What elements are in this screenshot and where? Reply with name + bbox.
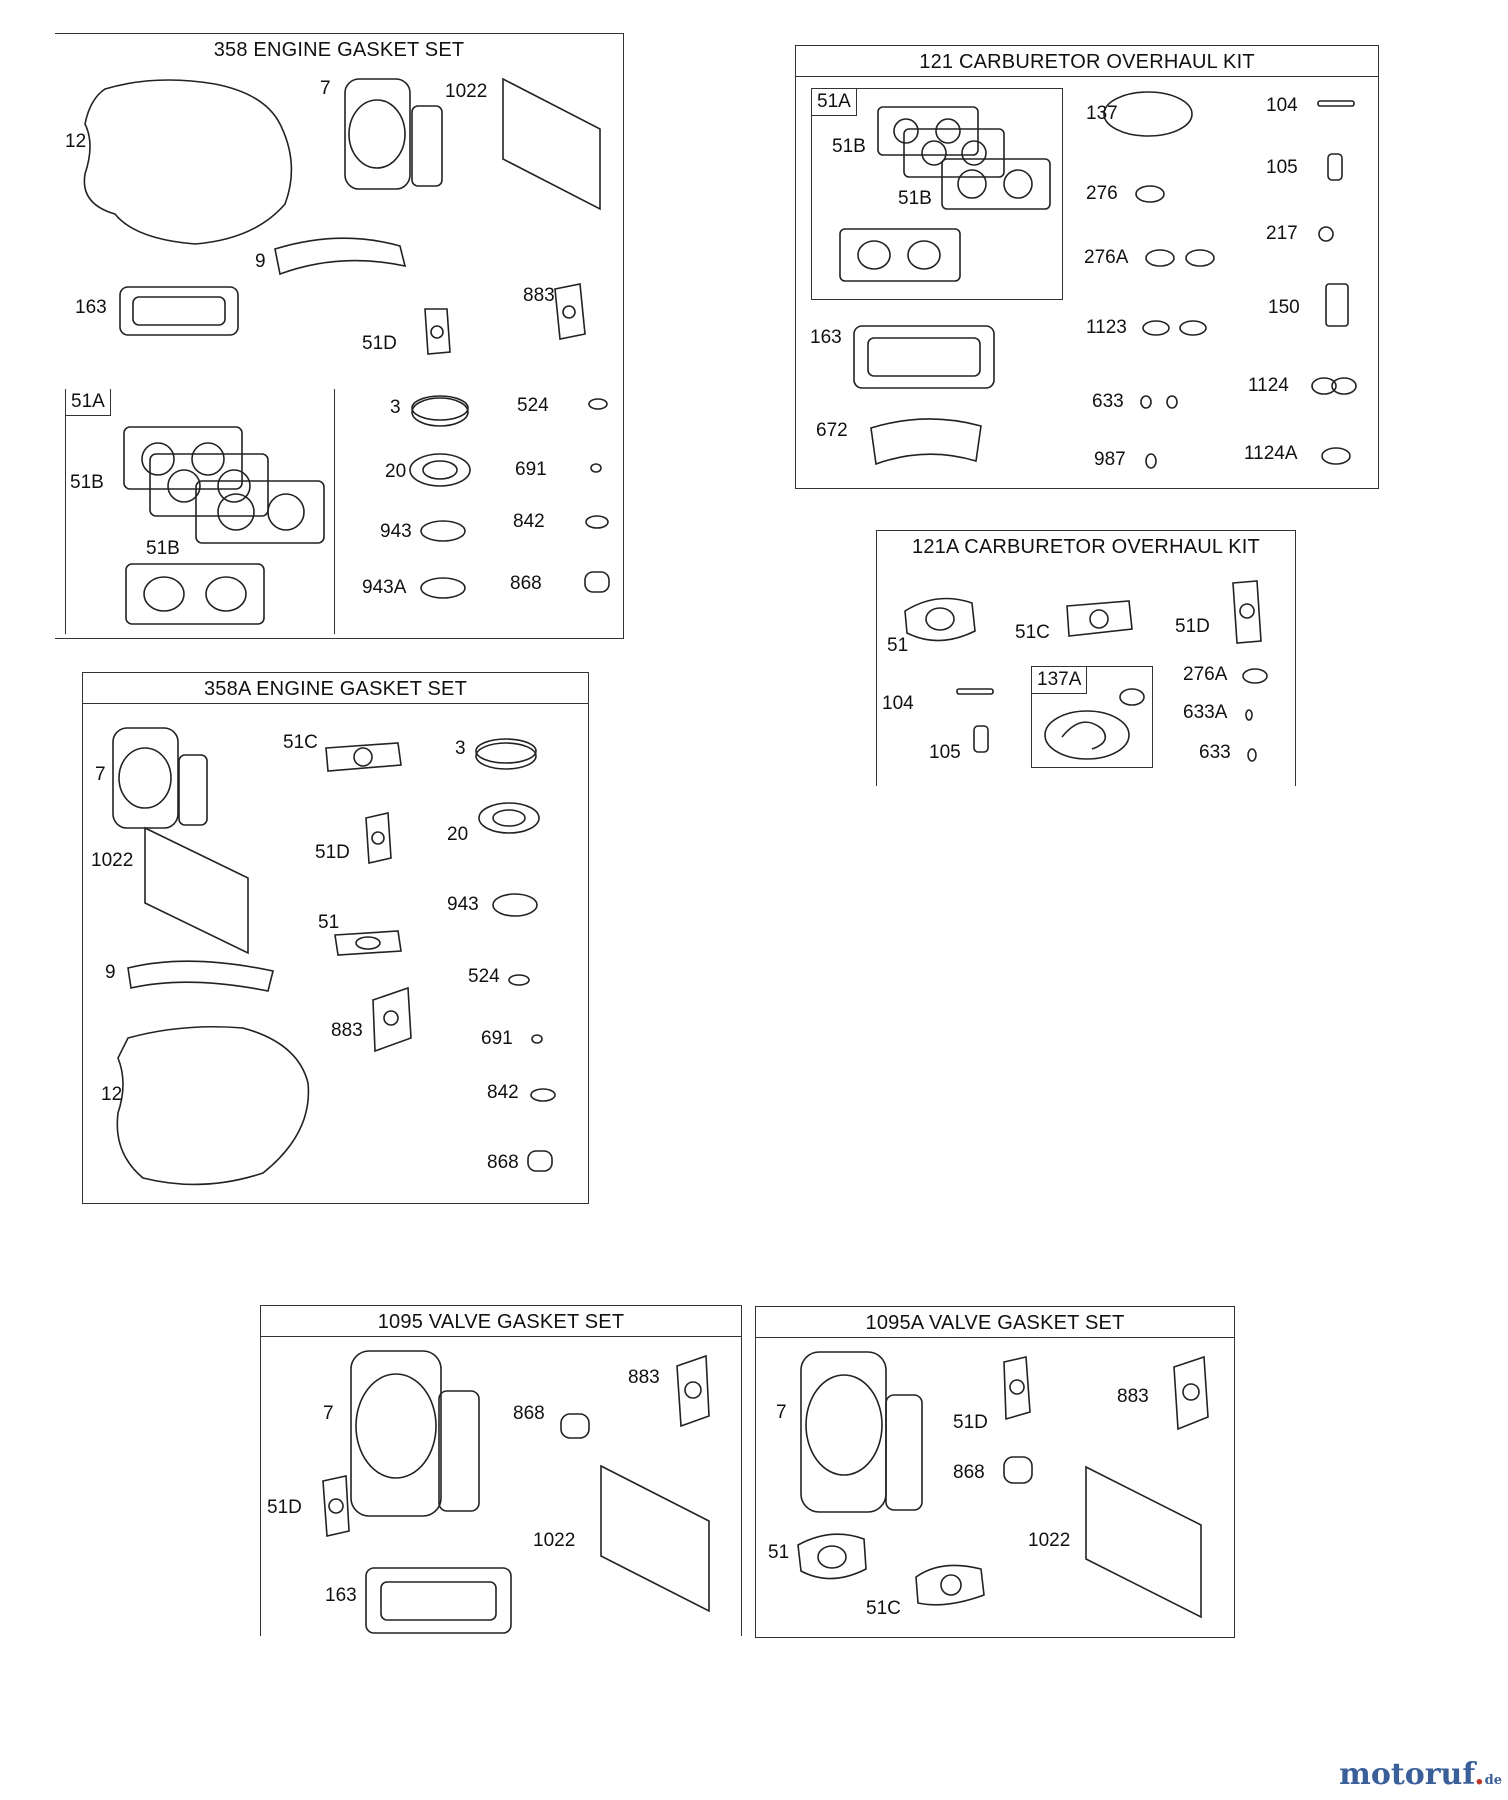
label-672: 672 — [816, 420, 848, 441]
kit-121-parts-art — [853, 91, 1357, 469]
label-51: 51 — [318, 912, 340, 933]
kit-121A-parts-art — [904, 580, 1268, 762]
subkit-137A-tag: 137A — [1032, 667, 1088, 694]
label-883: 883 — [523, 285, 555, 306]
label-1022: 1022 — [1028, 1530, 1071, 1551]
label-987: 987 — [1094, 449, 1126, 470]
label-51: 51 — [768, 1542, 790, 1563]
label-524: 524 — [468, 966, 500, 987]
label-12: 12 — [101, 1084, 123, 1105]
label-276: 276 — [1086, 183, 1118, 204]
kit-1095A-valve-gasket-set: 1095A VALVE GASKET SET 7 51D 883 868 102… — [755, 1306, 1235, 1638]
kit-1095A-title: 1095A VALVE GASKET SET — [756, 1307, 1234, 1338]
label-51D: 51D — [1175, 616, 1210, 637]
subkit-51A-label-51B-1: 51B — [70, 472, 104, 493]
label-105: 105 — [1266, 157, 1298, 178]
subkit-51A-label-51B-2: 51B — [146, 538, 180, 559]
label-51D: 51D — [315, 842, 350, 863]
label-104: 104 — [1266, 95, 1298, 116]
kit-121-carburetor-overhaul-kit: 121 CARBURETOR OVERHAUL KIT 51A 51B 51B — [795, 45, 1379, 489]
label-868: 868 — [487, 1152, 519, 1173]
label-1022: 1022 — [533, 1530, 576, 1551]
label-51C: 51C — [1015, 622, 1050, 643]
label-51D: 51D — [362, 333, 397, 354]
label-943A: 943A — [362, 577, 407, 598]
subkit-121-51A-label-51B-1: 51B — [832, 136, 866, 157]
label-633: 633 — [1092, 391, 1124, 412]
label-1022: 1022 — [445, 81, 488, 102]
label-12: 12 — [65, 131, 87, 152]
kit-121-title: 121 CARBURETOR OVERHAUL KIT — [796, 46, 1378, 77]
subkit-51A: 51A 51B 51B — [65, 389, 335, 634]
label-633A: 633A — [1183, 702, 1228, 723]
label-7: 7 — [776, 1402, 787, 1423]
subkit-121-51A-label-51B-2: 51B — [898, 188, 932, 209]
label-868: 868 — [513, 1403, 545, 1424]
label-842: 842 — [487, 1082, 519, 1103]
label-51: 51 — [887, 635, 909, 656]
label-163: 163 — [325, 1585, 357, 1606]
kit-1095-parts-art — [322, 1350, 710, 1634]
kit-358A-parts-art — [112, 727, 556, 1186]
label-51D: 51D — [267, 1497, 302, 1518]
label-150: 150 — [1268, 297, 1300, 318]
label-1124: 1124 — [1248, 375, 1289, 396]
kit-358A-title: 358A ENGINE GASKET SET — [83, 673, 588, 704]
label-51D: 51D — [953, 1412, 988, 1433]
kit-358-parts-art — [83, 77, 610, 599]
kit-358A-engine-gasket-set: 358A ENGINE GASKET SET — [82, 672, 589, 1204]
subkit-51A-tag: 51A — [66, 389, 111, 416]
label-104: 104 — [882, 693, 914, 714]
subkit-121-51A-tag: 51A — [812, 89, 857, 116]
label-1123: 1123 — [1086, 317, 1127, 338]
label-883: 883 — [1117, 1386, 1149, 1407]
subkit-137A-art — [1044, 688, 1145, 760]
label-943: 943 — [447, 894, 479, 915]
kit-121A-title: 121A CARBURETOR OVERHAUL KIT — [912, 536, 1260, 558]
subkit-121-51A-art — [839, 106, 1051, 282]
label-20: 20 — [447, 824, 469, 845]
brand-logo: motoruf.de — [1339, 1757, 1502, 1792]
label-943: 943 — [380, 521, 412, 542]
subkit-137A: 137A — [1031, 666, 1153, 768]
label-20: 20 — [385, 461, 407, 482]
kit-358-engine-gasket-set: 358 ENGINE GASKET SET — [55, 33, 624, 639]
label-1124A: 1124A — [1244, 443, 1298, 464]
label-276A: 276A — [1183, 664, 1228, 685]
label-51C: 51C — [283, 732, 318, 753]
subkit-121-51A: 51A 51B 51B — [811, 88, 1063, 300]
label-9: 9 — [105, 962, 116, 983]
label-7: 7 — [320, 78, 331, 99]
label-3: 3 — [455, 738, 466, 759]
label-842: 842 — [513, 511, 545, 532]
label-1022: 1022 — [91, 850, 134, 871]
label-883: 883 — [628, 1367, 660, 1388]
subkit-51A-art — [123, 426, 325, 625]
label-276A: 276A — [1084, 247, 1129, 268]
label-163: 163 — [75, 297, 107, 318]
label-9: 9 — [255, 251, 266, 272]
kit-1095A-parts-art — [797, 1351, 1209, 1619]
kit-121A-carburetor-overhaul-kit: 121A CARBURETOR OVERHAUL KIT 137A 51 51C… — [876, 530, 1296, 786]
label-7: 7 — [323, 1403, 334, 1424]
label-3: 3 — [390, 397, 401, 418]
label-691: 691 — [515, 459, 547, 480]
label-105: 105 — [929, 742, 961, 763]
label-883: 883 — [331, 1020, 363, 1041]
label-217: 217 — [1266, 223, 1298, 244]
label-691: 691 — [481, 1028, 513, 1049]
kit-1095-valve-gasket-set: 1095 VALVE GASKET SET 7 868 883 51D 1022… — [260, 1305, 742, 1636]
label-633: 633 — [1199, 742, 1231, 763]
kit-1095-title: 1095 VALVE GASKET SET — [261, 1306, 741, 1337]
label-163: 163 — [810, 327, 842, 348]
label-137: 137 — [1086, 103, 1118, 124]
label-868: 868 — [953, 1462, 985, 1483]
label-868: 868 — [510, 573, 542, 594]
label-7: 7 — [95, 764, 106, 785]
kit-358-title: 358 ENGINE GASKET SET — [213, 39, 465, 61]
label-51C: 51C — [866, 1598, 901, 1619]
label-524: 524 — [517, 395, 549, 416]
